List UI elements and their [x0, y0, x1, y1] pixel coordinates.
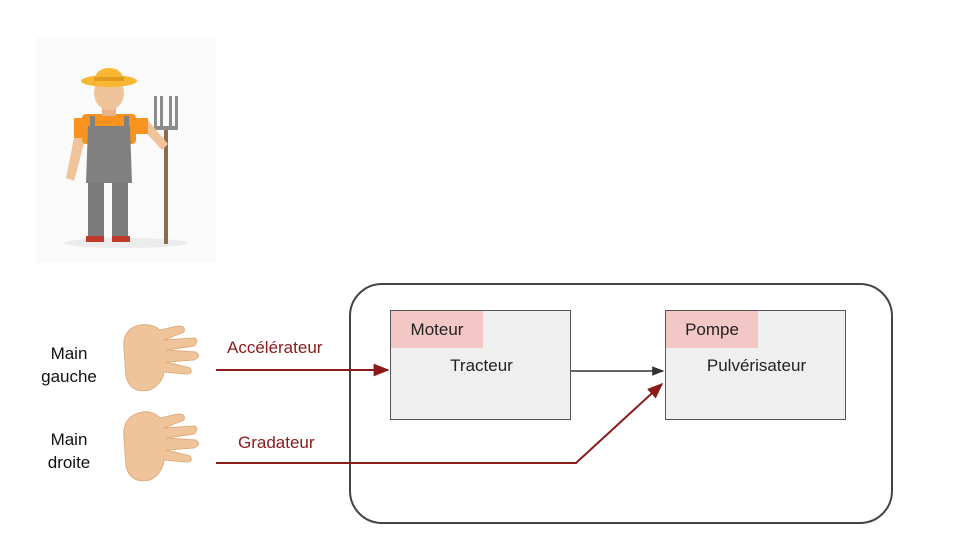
left-hand-label-line2: gauche [41, 367, 97, 386]
accelerator-label: Accélérateur [227, 338, 323, 357]
right-hand-icon [123, 411, 200, 482]
left-hand-label-line1: Main [50, 344, 88, 363]
system-boundary [349, 283, 893, 524]
tractor-box: Moteur Tracteur [390, 310, 571, 420]
tractor-label: Tracteur [450, 356, 513, 375]
left-hand-label: Main gauche [28, 342, 110, 388]
sprayer-box: Pompe Pulvérisateur [665, 310, 846, 420]
farmer-illustration [36, 38, 216, 263]
tractor-engine-tag: Moteur [391, 311, 483, 348]
dimmer-arrow [216, 382, 664, 464]
sprayer-label: Pulvérisateur [706, 356, 807, 375]
right-hand-label: Main droite [28, 428, 110, 474]
right-hand-label-line1: Main [50, 430, 88, 449]
left-hand-icon [123, 324, 200, 392]
sprayer-pump-tag: Pompe [666, 311, 758, 348]
dimmer-label: Gradateur [238, 433, 315, 452]
right-hand-label-line2: droite [47, 453, 91, 472]
